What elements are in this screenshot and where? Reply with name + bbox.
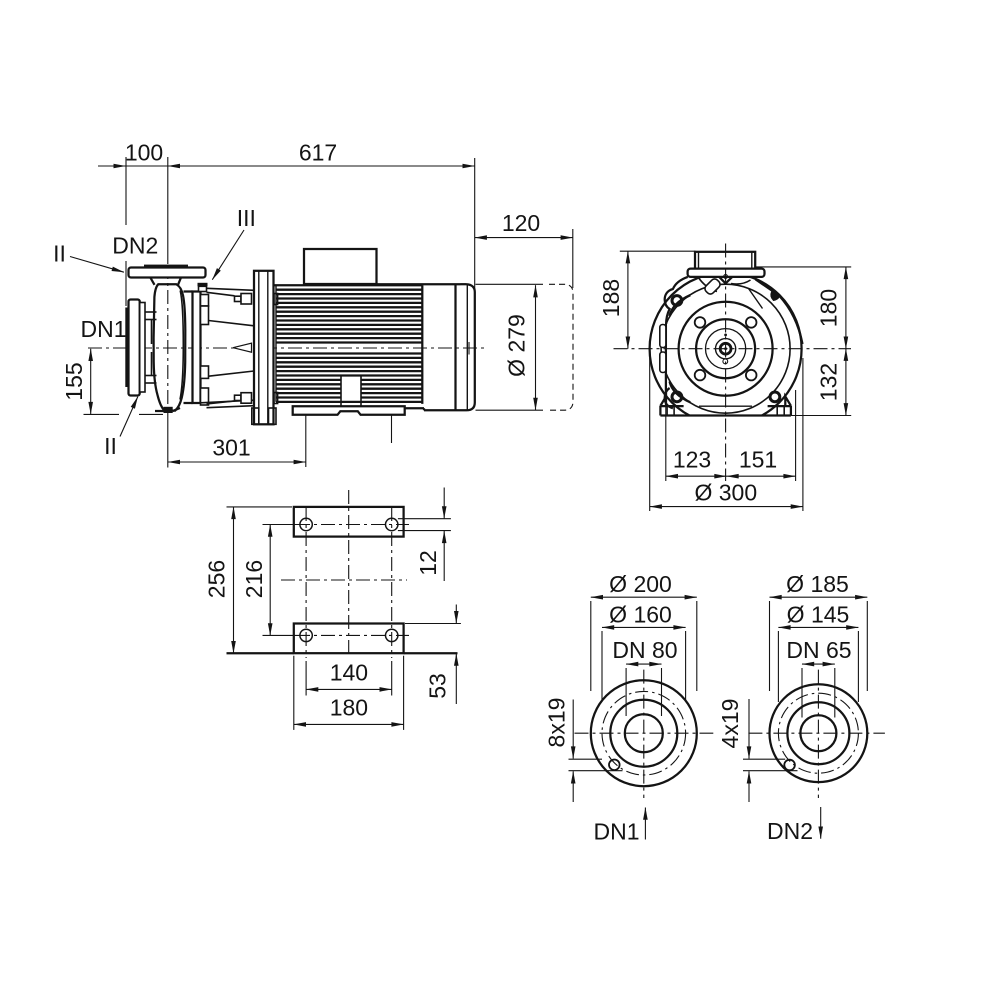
svg-text:Ø 200: Ø 200 — [609, 571, 672, 597]
svg-text:DN2: DN2 — [112, 233, 158, 259]
svg-text:120: 120 — [502, 210, 540, 236]
svg-text:II: II — [104, 433, 117, 459]
svg-text:DN1: DN1 — [593, 819, 639, 845]
svg-text:617: 617 — [299, 140, 337, 166]
svg-text:155: 155 — [61, 362, 87, 400]
svg-text:4x19: 4x19 — [717, 699, 743, 749]
svg-text:180: 180 — [330, 695, 368, 721]
svg-text:DN2: DN2 — [767, 818, 813, 844]
svg-text:12: 12 — [415, 550, 441, 576]
svg-text:DN1: DN1 — [80, 316, 126, 342]
svg-text:DN 80: DN 80 — [612, 637, 677, 663]
svg-text:Ø 279: Ø 279 — [504, 314, 530, 377]
svg-text:Ø 300: Ø 300 — [694, 480, 757, 506]
svg-text:151: 151 — [739, 447, 777, 473]
svg-text:Ø 160: Ø 160 — [609, 602, 672, 628]
svg-text:188: 188 — [598, 279, 624, 317]
svg-text:Ø 185: Ø 185 — [786, 571, 849, 597]
svg-text:256: 256 — [204, 560, 230, 598]
svg-text:100: 100 — [125, 140, 163, 166]
svg-text:123: 123 — [673, 447, 711, 473]
svg-text:180: 180 — [816, 289, 842, 327]
svg-text:301: 301 — [212, 435, 250, 461]
svg-text:DN 65: DN 65 — [786, 637, 851, 663]
svg-text:8x19: 8x19 — [544, 698, 570, 748]
svg-text:II: II — [53, 241, 66, 267]
svg-text:53: 53 — [425, 673, 451, 699]
svg-text:216: 216 — [241, 560, 267, 598]
svg-text:Ø 145: Ø 145 — [787, 602, 850, 628]
svg-text:140: 140 — [330, 660, 368, 686]
svg-text:132: 132 — [816, 363, 842, 401]
svg-text:III: III — [237, 205, 256, 231]
